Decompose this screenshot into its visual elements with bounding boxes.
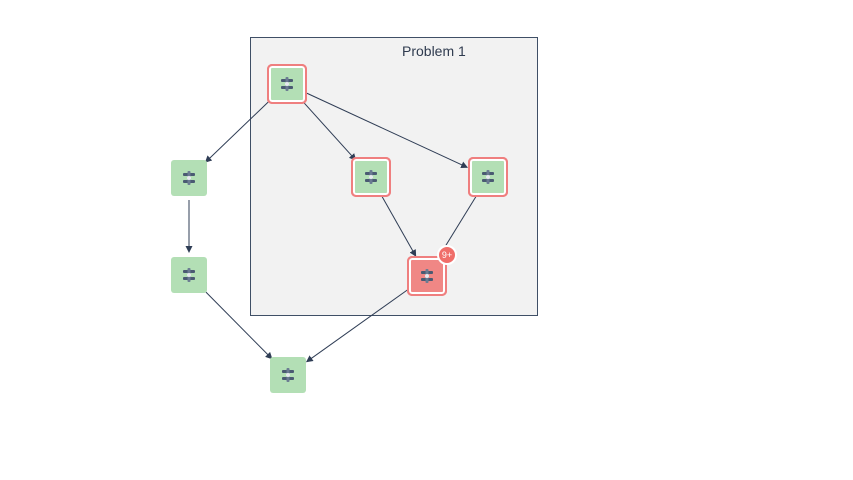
edge-n6-n7 [305, 288, 410, 363]
service-node-6[interactable] [407, 256, 447, 296]
service-icon [181, 267, 197, 283]
service-icon [279, 76, 295, 92]
edge-n1-n3 [301, 99, 357, 161]
edge-n5-n7 [204, 290, 273, 360]
service-node-1[interactable] [267, 64, 307, 104]
service-icon [181, 170, 197, 186]
problem-group-title: Problem 1 [402, 43, 466, 59]
service-icon [419, 268, 435, 284]
service-icon [280, 367, 296, 383]
service-icon [363, 169, 379, 185]
edge-n1-n4 [306, 92, 469, 168]
edge-n3-n6 [381, 195, 417, 257]
problem-count-badge[interactable]: 9+ [437, 245, 457, 265]
edge-n1-n2 [204, 98, 272, 163]
service-node-2[interactable] [171, 160, 207, 196]
service-node-3[interactable] [351, 157, 391, 197]
service-node-4[interactable] [468, 157, 508, 197]
service-icon [480, 169, 496, 185]
service-node-5[interactable] [171, 257, 207, 293]
service-node-7[interactable] [270, 357, 306, 393]
